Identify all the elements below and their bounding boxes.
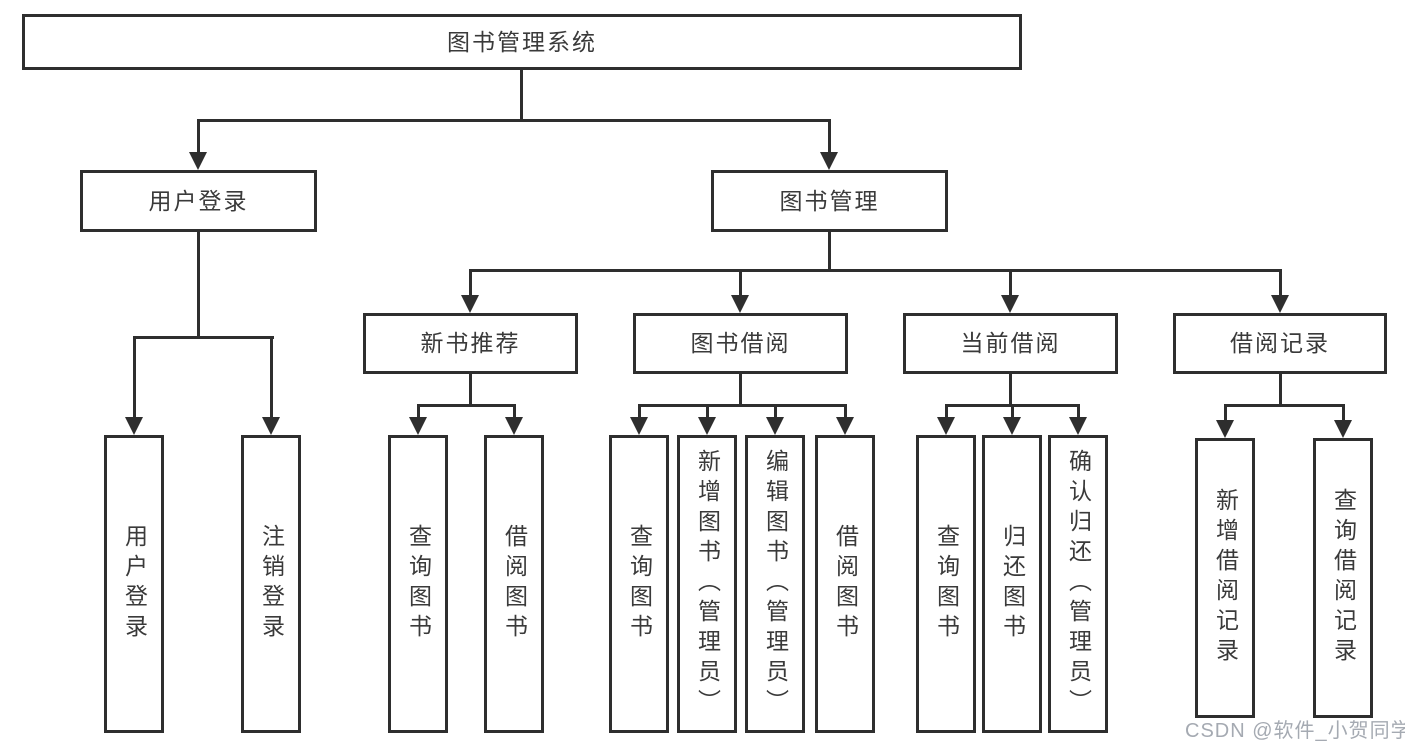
connector-stub <box>844 404 847 419</box>
node-leaf-add-borrow-record: 新增借阅记录 <box>1195 438 1255 718</box>
node-label: 编辑图书（管理员） <box>762 449 789 719</box>
node-user-login: 用户登录 <box>80 170 317 232</box>
arrowhead-down-icon <box>630 417 648 435</box>
node-label: 借阅记录 <box>1230 330 1330 356</box>
node-label: 借阅图书 <box>832 524 859 644</box>
node-leaf-user-login: 用户登录 <box>104 435 164 733</box>
arrowhead-down-icon <box>505 417 523 435</box>
node-leaf-query-books-recommend: 查询图书 <box>388 435 448 733</box>
arrowhead-down-icon <box>1216 420 1234 438</box>
node-leaf-query-borrow-record: 查询借阅记录 <box>1313 438 1373 718</box>
connector-horizontal <box>638 404 846 407</box>
connector-stub <box>945 404 948 419</box>
node-leaf-query-books-borrowing: 查询图书 <box>609 435 669 733</box>
node-label: 图书借阅 <box>690 330 791 356</box>
connector-stub <box>1224 404 1227 422</box>
connector-root-vertical <box>520 68 523 122</box>
node-label: 查询图书 <box>626 524 653 644</box>
connector-user-login-vertical <box>197 230 200 339</box>
connector-vertical <box>1009 372 1012 406</box>
node-leaf-return-book: 归还图书 <box>982 435 1042 733</box>
arrowhead-down-icon <box>125 417 143 435</box>
arrowhead-down-icon <box>820 152 838 170</box>
connector-stub <box>1009 269 1012 297</box>
connector-stub <box>638 404 641 419</box>
connector-stub <box>706 404 709 419</box>
node-label: 确认归还（管理员） <box>1065 449 1092 719</box>
connector-stub <box>828 119 831 154</box>
node-leaf-confirm-return-admin: 确认归还（管理员） <box>1048 435 1108 733</box>
arrowhead-down-icon <box>461 295 479 313</box>
connector-stub <box>270 336 273 419</box>
connector-stub <box>133 336 136 419</box>
arrowhead-down-icon <box>1334 420 1352 438</box>
connector-stub <box>739 269 742 297</box>
node-label: 用户登录 <box>148 187 249 214</box>
node-label: 图书管理系统 <box>447 28 597 55</box>
node-label: 归还图书 <box>999 524 1026 644</box>
connector-stub <box>513 404 516 419</box>
connector-vertical <box>739 372 742 406</box>
connector-stub <box>1011 404 1014 419</box>
node-label: 图书管理 <box>779 187 880 214</box>
node-new-book-recommend: 新书推荐 <box>363 313 578 374</box>
connector-stub <box>1342 404 1345 422</box>
node-leaf-logout: 注销登录 <box>241 435 301 733</box>
node-label: 当前借阅 <box>960 330 1061 356</box>
arrowhead-down-icon <box>1069 417 1087 435</box>
node-label: 查询借阅记录 <box>1330 488 1357 668</box>
node-label: 借阅图书 <box>501 524 528 644</box>
connector-vertical <box>469 372 472 406</box>
node-book-management: 图书管理 <box>711 170 948 232</box>
node-label: 查询图书 <box>405 524 432 644</box>
arrowhead-down-icon <box>766 417 784 435</box>
node-leaf-borrow-books-borrowing: 借阅图书 <box>815 435 875 733</box>
node-leaf-edit-book-admin: 编辑图书（管理员） <box>745 435 805 733</box>
arrowhead-down-icon <box>698 417 716 435</box>
connector-stub <box>774 404 777 419</box>
node-leaf-add-book-admin: 新增图书（管理员） <box>677 435 737 733</box>
node-label: 查询图书 <box>933 524 960 644</box>
node-leaf-query-books-current: 查询图书 <box>916 435 976 733</box>
connector-horizontal <box>417 404 516 407</box>
arrowhead-down-icon <box>1271 295 1289 313</box>
node-leaf-borrow-books-recommend: 借阅图书 <box>484 435 544 733</box>
connector-stub <box>1279 269 1282 297</box>
connector-root-horizontal <box>197 119 831 122</box>
node-label: 新增借阅记录 <box>1212 488 1239 668</box>
connector-stub <box>469 269 472 297</box>
arrowhead-down-icon <box>262 417 280 435</box>
arrowhead-down-icon <box>731 295 749 313</box>
node-book-borrowing: 图书借阅 <box>633 313 848 374</box>
connector-stub <box>197 119 200 154</box>
arrowhead-down-icon <box>189 152 207 170</box>
node-current-borrowing: 当前借阅 <box>903 313 1118 374</box>
node-label: 注销登录 <box>258 524 285 644</box>
arrowhead-down-icon <box>1001 295 1019 313</box>
connector-book-mgmt-vertical <box>828 230 831 272</box>
node-label: 新增图书（管理员） <box>694 449 721 719</box>
arrowhead-down-icon <box>937 417 955 435</box>
connector-user-login-horizontal <box>133 336 274 339</box>
node-label: 用户登录 <box>121 524 148 644</box>
csdn-watermark: CSDN @软件_小贺同学 <box>1185 720 1405 742</box>
connector-vertical <box>1279 372 1282 406</box>
connector-book-mgmt-horizontal <box>469 269 1282 272</box>
arrowhead-down-icon <box>1003 417 1021 435</box>
node-library-management-system: 图书管理系统 <box>22 14 1022 70</box>
node-label: 新书推荐 <box>420 330 521 356</box>
arrowhead-down-icon <box>836 417 854 435</box>
arrowhead-down-icon <box>409 417 427 435</box>
connector-horizontal <box>1224 404 1345 407</box>
connector-stub <box>1077 404 1080 419</box>
node-borrowing-records: 借阅记录 <box>1173 313 1387 374</box>
connector-stub <box>417 404 420 419</box>
